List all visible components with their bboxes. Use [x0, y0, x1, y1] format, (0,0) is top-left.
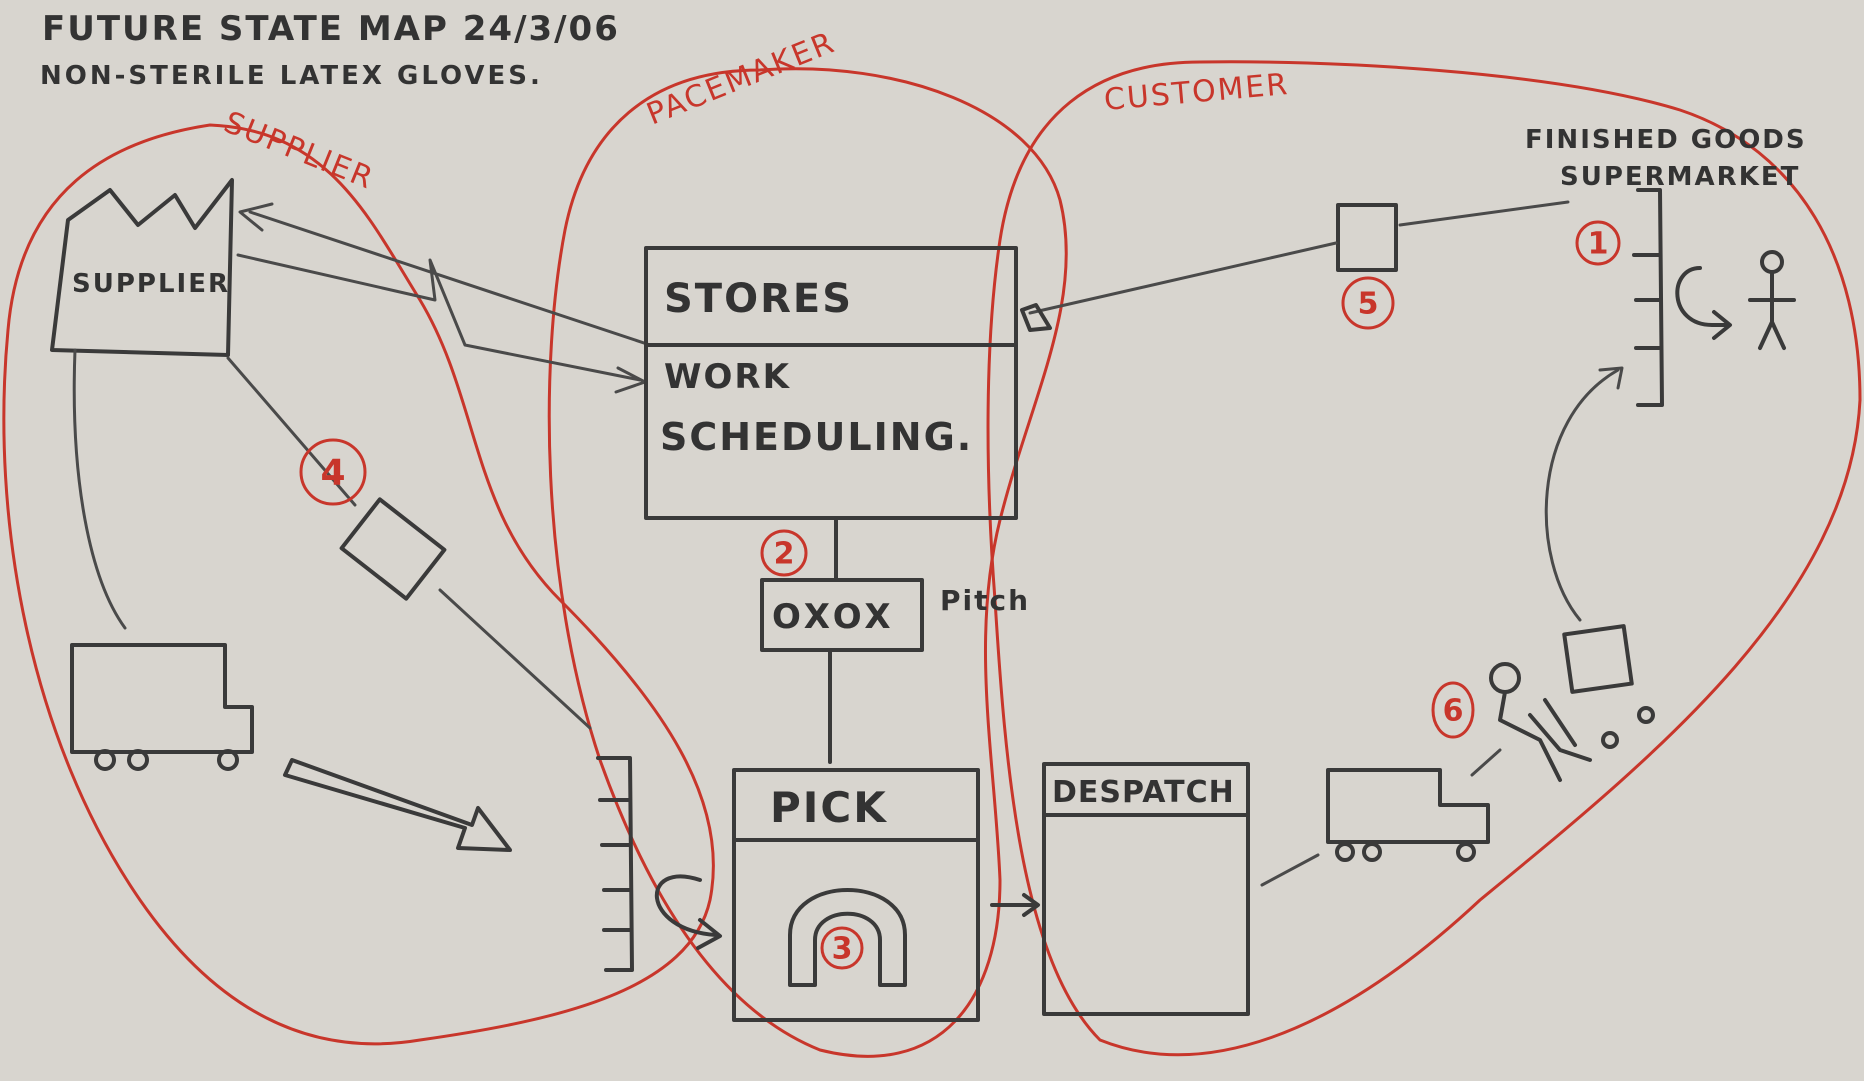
stores-label: STORES [664, 276, 853, 322]
despatch-label: DESPATCH [1052, 775, 1235, 810]
marker-4-label: 4 [320, 453, 345, 494]
marker-2-label: 2 [774, 537, 795, 572]
pitch-label: Pitch [940, 584, 1030, 617]
scheduling-label: SCHEDULING. [660, 415, 973, 459]
supermarket-label-line1: FINISHED GOODS [1525, 125, 1807, 155]
marker-6-label: 6 [1443, 694, 1464, 729]
marker-5-label: 5 [1358, 287, 1379, 322]
pick-label: PICK [770, 783, 888, 832]
supermarket-label-line2: SUPERMARKET [1560, 162, 1800, 192]
map-title: FUTURE STATE MAP 24/3/06 [42, 9, 620, 49]
marker-3-label: 3 [832, 932, 853, 967]
work-label: WORK [664, 357, 791, 397]
marker-1-label: 1 [1588, 227, 1609, 262]
map-subtitle: NON-STERILE LATEX GLOVES. [40, 61, 543, 91]
supplier-factory-label: SUPPLIER [72, 269, 230, 299]
heijunka-label: OXOX [772, 597, 895, 637]
